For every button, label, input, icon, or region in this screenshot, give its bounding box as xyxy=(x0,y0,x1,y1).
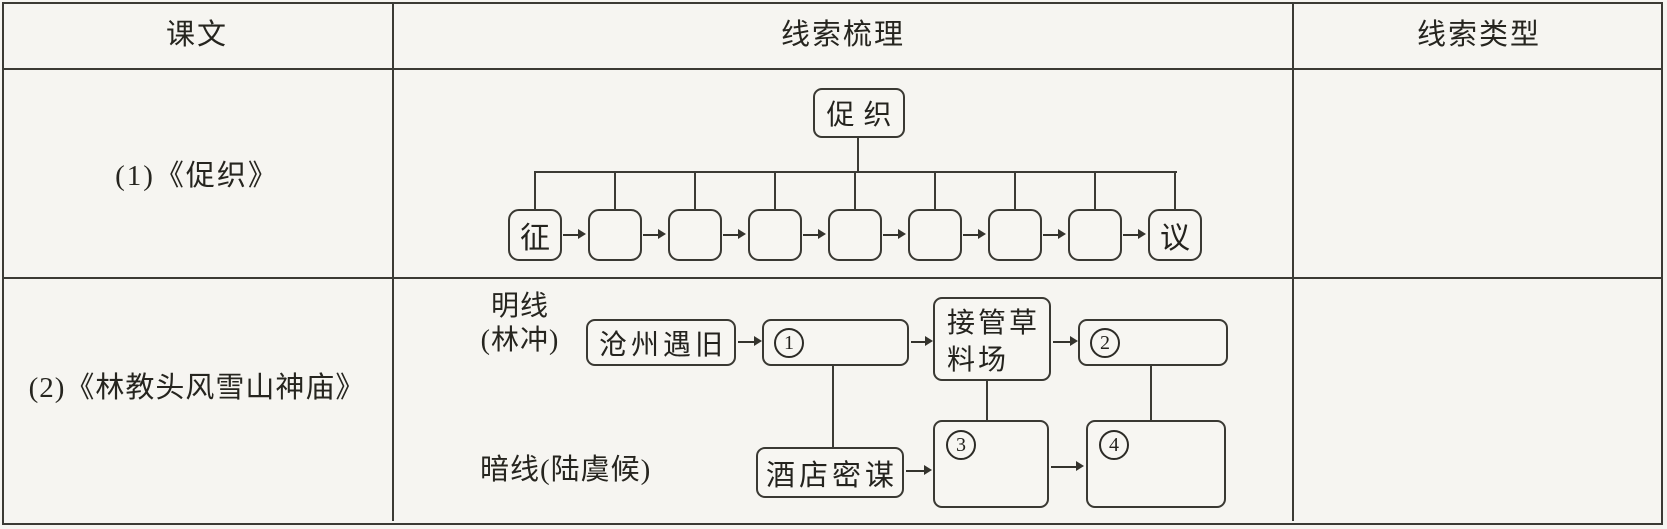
flow-arrow-1 xyxy=(738,336,762,346)
bright-line-label: 明线 (林冲) xyxy=(450,290,590,358)
cuzhi-arrow-5 xyxy=(883,229,906,239)
circled-number-4: 4 xyxy=(1099,430,1129,460)
cuzhi-arrow-6 xyxy=(963,229,986,239)
cuzhi-drop-3 xyxy=(694,172,696,210)
circled-number-2: 2 xyxy=(1090,327,1120,358)
cuzhi-drop-4 xyxy=(774,172,776,210)
cuzhi-arrow-3 xyxy=(723,229,746,239)
cuzhi-blank-box-4 xyxy=(828,209,882,261)
cuzhi-box-yi: 议 xyxy=(1148,209,1202,261)
cuzhi-blank-box-2 xyxy=(668,209,722,261)
header-row-divider xyxy=(2,68,1663,70)
cuzhi-blank-box-3 xyxy=(748,209,802,261)
header-clue-type: 线索类型 xyxy=(1416,19,1541,51)
circled-number-3: 3 xyxy=(946,430,976,460)
bright-line-label-line2: (林冲) xyxy=(480,325,560,356)
row1-lesson-title: (1)《促织》 xyxy=(115,160,279,192)
connector-jieguan-blank3 xyxy=(986,381,988,420)
cuzhi-box-zheng: 征 xyxy=(508,209,562,261)
cuzhi-blank-box-7 xyxy=(1068,209,1122,261)
column-divider-2 xyxy=(1292,2,1294,521)
cuzhi-arrow-4 xyxy=(803,229,826,239)
flow-arrow-3 xyxy=(1053,336,1078,346)
flow-blank-box-3: 3 xyxy=(933,420,1049,508)
cuzhi-root-stem xyxy=(857,138,859,173)
flow-box-cangzhou: 沧州遇旧 xyxy=(586,319,736,366)
cuzhi-arrow-8 xyxy=(1123,229,1146,239)
header-clue-outline: 线索梳理 xyxy=(780,19,905,51)
cuzhi-drop-1 xyxy=(534,172,536,210)
flow-arrow-5 xyxy=(1051,461,1084,471)
cuzhi-blank-box-1 xyxy=(588,209,642,261)
cuzhi-drop-7 xyxy=(1014,172,1016,210)
flow-box-jieguan-label: 接管草料场 xyxy=(947,307,1041,376)
cuzhi-arrow-1 xyxy=(563,229,586,239)
cuzhi-drop-6 xyxy=(934,172,936,210)
cuzhi-root-box: 促织 xyxy=(813,88,905,138)
connector-blank1-jiudian xyxy=(832,366,834,447)
flow-box-jiudian: 酒店密谋 xyxy=(756,447,904,498)
flow-blank-box-4: 4 xyxy=(1086,420,1226,508)
flow-blank-box-1: 1 xyxy=(762,319,909,366)
header-lesson: 课文 xyxy=(165,19,228,51)
flow-arrow-2 xyxy=(911,336,933,346)
cuzhi-drop-9 xyxy=(1174,172,1176,210)
body-row-divider xyxy=(2,277,1663,279)
cuzhi-drop-5 xyxy=(854,172,856,210)
cuzhi-blank-box-5 xyxy=(908,209,962,261)
dark-line-label: 暗线(陆虞候) xyxy=(480,454,652,486)
connector-blank2-blank4 xyxy=(1150,366,1152,420)
cuzhi-drop-2 xyxy=(614,172,616,210)
flow-box-jieguan: 接管草料场 xyxy=(933,297,1051,381)
cuzhi-drop-8 xyxy=(1094,172,1096,210)
circled-number-1: 1 xyxy=(774,327,804,358)
bright-line-label-line1: 明线 xyxy=(490,291,549,322)
row2-lesson-title: (2)《林教头风雪山神庙》 xyxy=(28,372,366,404)
cuzhi-blank-box-6 xyxy=(988,209,1042,261)
flow-blank-box-2: 2 xyxy=(1078,319,1228,366)
cuzhi-arrow-7 xyxy=(1043,229,1066,239)
flow-arrow-4 xyxy=(906,465,932,475)
column-divider-1 xyxy=(392,2,394,521)
cuzhi-arrow-2 xyxy=(643,229,666,239)
